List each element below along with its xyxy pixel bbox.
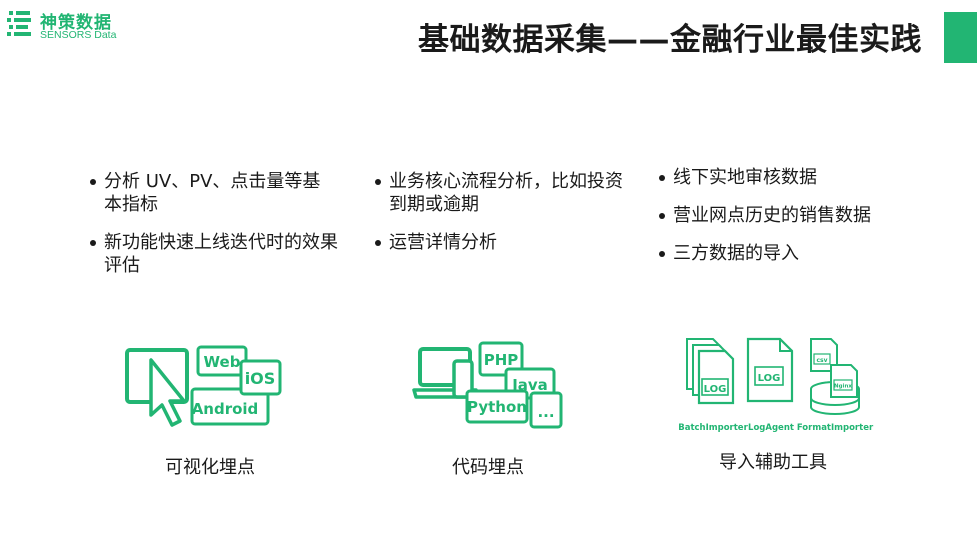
bullet-item: 三方数据的导入	[657, 242, 917, 265]
tool-batch-importer: BatchImporter	[678, 423, 748, 433]
brand-name-cn: 神策数据	[40, 13, 112, 33]
file-label-log-agent: LOG	[758, 373, 781, 384]
tool-log-agent: LogAgent	[748, 423, 794, 433]
title-accent-bar	[944, 12, 977, 63]
tag-web: Web	[204, 353, 241, 371]
log-files-icon: LOG LOG csv Nginx BatchImporter LogAgent…	[678, 337, 874, 433]
bullet-item: 营业网点历史的销售数据	[657, 204, 917, 227]
bullet-column-code: 业务核心流程分析，比如投资到期或逾期 运营详情分析	[373, 170, 623, 269]
bullet-column-visual: 分析 UV、PV、点击量等基本指标 新功能快速上线迭代时的效果评估	[88, 170, 338, 292]
brand-name-en: SENSORS Data	[40, 29, 117, 41]
sensors-logo-icon	[7, 11, 31, 36]
cursor-screen-icon: Web Android iOS	[125, 345, 282, 427]
tag-python: Python	[467, 398, 527, 416]
tag-php: PHP	[484, 351, 519, 369]
method-caption: 代码埋点	[452, 457, 524, 478]
tool-format-importer: FormatImporter	[797, 423, 874, 433]
tag-ios: iOS	[245, 369, 276, 388]
method-code-tracking: PHP Java ... Python 代码埋点	[378, 335, 598, 485]
devices-icon: PHP Java ... Python	[412, 341, 563, 429]
bullet-item: 运营详情分析	[373, 231, 623, 254]
bullet-item: 业务核心流程分析，比如投资到期或逾期	[373, 170, 623, 216]
method-import-tools: LOG LOG csv Nginx BatchImporter LogAgent…	[663, 335, 883, 485]
tag-more: ...	[537, 403, 554, 421]
bullet-item: 分析 UV、PV、点击量等基本指标	[88, 170, 338, 216]
brand-logo: 神策数据 SENSORS Data	[7, 8, 127, 42]
method-visual-tracking: Web Android iOS 可视化埋点	[100, 335, 320, 485]
file-label-csv: csv	[816, 357, 827, 364]
bullet-column-import: 线下实地审核数据 营业网点历史的销售数据 三方数据的导入	[657, 166, 917, 280]
bullet-item: 新功能快速上线迭代时的效果评估	[88, 231, 338, 277]
tag-android: Android	[192, 400, 259, 418]
file-label-nginx: Nginx	[834, 384, 852, 390]
slide-title: 基础数据采集——金融行业最佳实践	[418, 22, 922, 58]
method-caption: 可视化埋点	[165, 457, 255, 478]
file-label-log: LOG	[704, 384, 727, 395]
bullet-item: 线下实地审核数据	[657, 166, 917, 189]
method-caption: 导入辅助工具	[719, 452, 827, 473]
